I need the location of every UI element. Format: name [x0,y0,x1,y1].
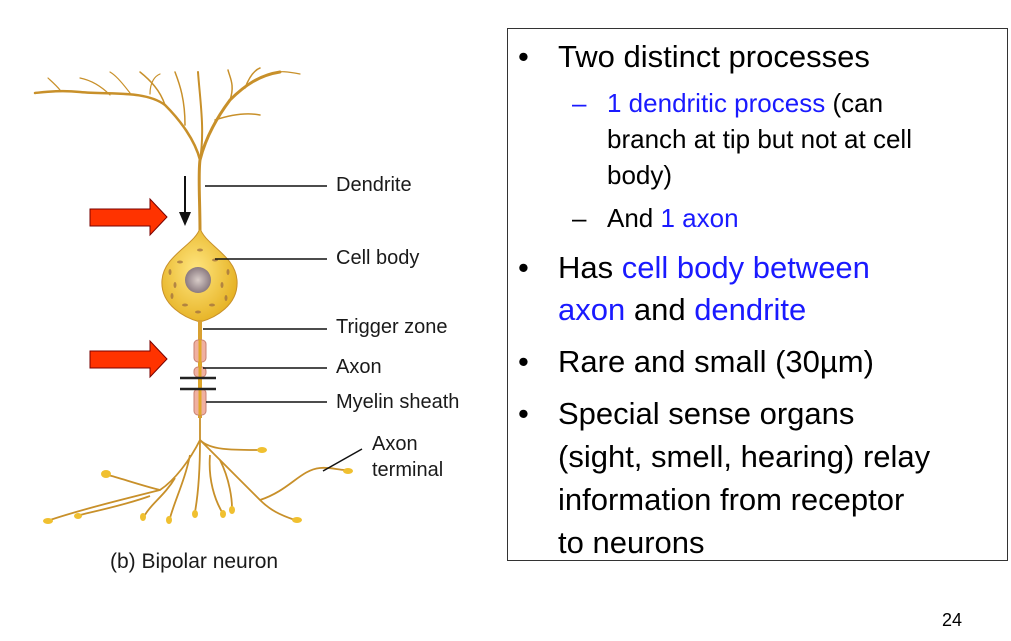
sub-bullet-1-line3: body) [607,160,673,190]
label-leader-lines [203,185,363,472]
figure-caption: (b) Bipolar neuron [110,550,279,573]
label-myelin-sheath: Myelin sheath [336,391,460,413]
axon-break-marker [180,376,216,391]
bullet-2-line1: Has cell body between [558,247,870,289]
sub-bullet-1-line1: 1 dendritic process (can [607,85,883,121]
bullet-text-box [507,28,1008,561]
axon-terminal-tree [49,418,346,521]
sub-bullet-2-blue: 1 axon [660,203,739,233]
label-axon: Axon [336,356,382,378]
black-down-arrow [179,176,191,226]
dendrite-tree [33,67,301,234]
sub-bullet-2-marker: – [572,203,587,233]
label-cell-body: Cell body [336,247,420,269]
bullet-2-blue2: axon [558,292,626,327]
bipolar-neuron-diagram [33,67,363,524]
bullet-1: Two distinct processes [558,39,870,74]
bullet-2-text: Has [558,250,622,285]
bullet-4-line1: Special sense organs [558,396,855,431]
bullet-4-line4: to neurons [558,525,705,560]
label-dendrite: Dendrite [336,174,412,196]
bullet-2-blue3: dendrite [694,292,807,327]
bullet-4-line3: information from receptor [558,482,905,517]
label-trigger-zone: Trigger zone [336,316,448,338]
sub-bullet-2-text: And [607,203,661,233]
bullet-3: Rare and small (30µm) [558,344,874,379]
sub-bullet-2: And 1 axon [607,200,739,236]
nucleus [185,267,211,293]
page-number: 24 [942,610,963,630]
bullet-2-marker: • [518,250,529,285]
bullet-2-line2: axon and dendrite [558,289,806,331]
red-arrow-dendrite [89,197,168,237]
bullet-4-line2: (sight, smell, hearing) relay [558,439,931,474]
red-arrow-axon [89,339,168,379]
sub-bullet-1-line2: branch at tip but not at cell [607,124,912,154]
label-axon-terminal-line1: Axon [372,433,418,455]
bullet-2-text2: and [625,292,695,327]
bullet-1-marker: • [518,39,529,74]
sub-bullet-1-rest: (can [825,88,884,118]
bullet-3-marker: • [518,344,529,379]
sub-bullet-1-marker: – [572,88,587,118]
sub-bullet-1-blue: 1 dendritic process [607,88,826,118]
bullet-2-blue1: cell body between [621,250,870,285]
axon-terminal-bulbs [43,447,353,524]
label-axon-terminal-line2: terminal [372,459,444,481]
bullet-4-marker: • [518,396,529,431]
